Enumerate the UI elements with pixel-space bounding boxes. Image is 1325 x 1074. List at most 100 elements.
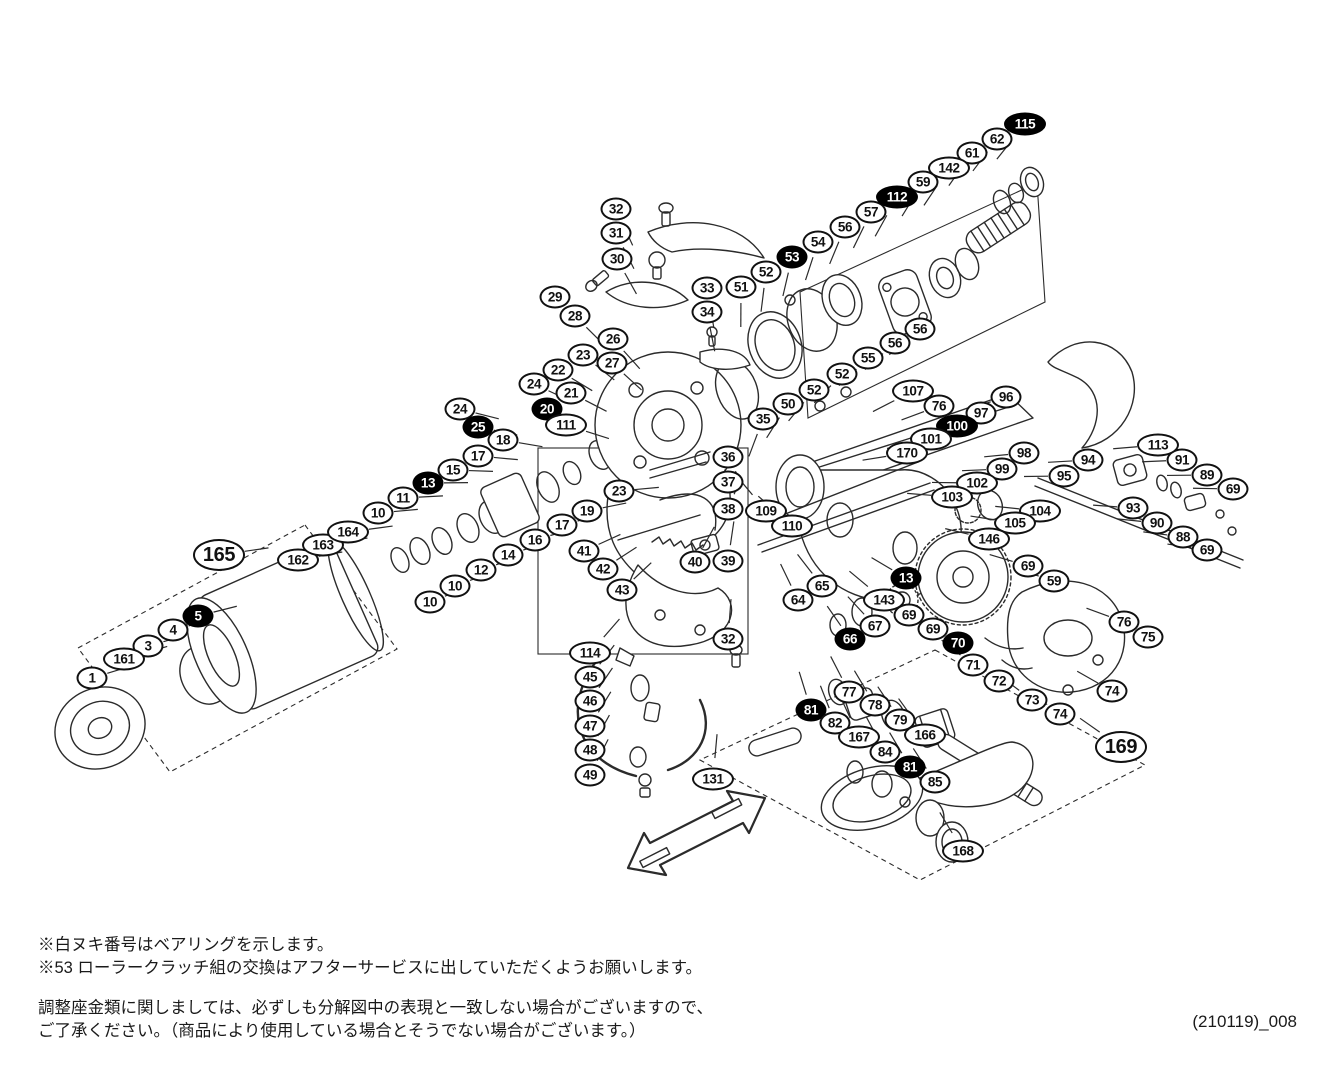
part-callout-142: 142 xyxy=(928,156,970,180)
part-callout-18: 18 xyxy=(487,428,519,452)
part-callout-103: 103 xyxy=(931,485,973,509)
guard-sketch xyxy=(1047,341,1136,449)
part-callout-50: 50 xyxy=(772,392,804,416)
part-callout-99: 99 xyxy=(986,457,1018,481)
part-callout-52: 52 xyxy=(826,362,858,386)
group-box-drive-train xyxy=(799,182,1046,419)
part-callout-17: 17 xyxy=(546,513,578,537)
part-callout-96: 96 xyxy=(990,385,1022,409)
part-callout-76: 76 xyxy=(1108,610,1140,634)
part-callout-1: 1 xyxy=(76,666,108,690)
part-callout-26: 26 xyxy=(597,327,629,351)
part-callout-33: 33 xyxy=(691,276,723,300)
part-callout-105: 105 xyxy=(994,511,1036,535)
worm-shaft-sketch xyxy=(1034,453,1244,569)
part-callout-69: 69 xyxy=(893,603,925,627)
part-callout-69: 69 xyxy=(1191,538,1223,562)
part-callout-88: 88 xyxy=(1167,525,1199,549)
part-callout-81: 81 xyxy=(795,698,827,722)
part-callout-165: 165 xyxy=(193,539,245,571)
part-callout-56: 56 xyxy=(879,331,911,355)
part-callout-91: 91 xyxy=(1166,448,1198,472)
part-callout-52: 52 xyxy=(798,378,830,402)
part-callout-131: 131 xyxy=(692,767,734,791)
document-id: (210119)_008 xyxy=(1192,1012,1297,1031)
part-callout-112: 112 xyxy=(876,185,918,209)
part-callout-12: 12 xyxy=(465,558,497,582)
part-callout-81: 81 xyxy=(894,755,926,779)
part-callout-15: 15 xyxy=(437,458,469,482)
part-callout-94: 94 xyxy=(1072,448,1104,472)
part-callout-46: 46 xyxy=(574,689,606,713)
part-callout-71: 71 xyxy=(957,653,989,677)
part-callout-61: 61 xyxy=(956,141,988,165)
part-callout-72: 72 xyxy=(983,669,1015,693)
part-callout-100: 100 xyxy=(936,414,978,438)
part-callout-167: 167 xyxy=(838,725,880,749)
part-callout-76: 76 xyxy=(923,394,955,418)
part-callout-34: 34 xyxy=(691,300,723,324)
part-callout-13: 13 xyxy=(412,471,444,495)
part-callout-168: 168 xyxy=(942,839,984,863)
part-callout-16: 16 xyxy=(519,528,551,552)
side-cover-sketch xyxy=(984,580,1126,696)
part-callout-24: 24 xyxy=(518,372,550,396)
part-callout-10: 10 xyxy=(439,574,471,598)
part-callout-47: 47 xyxy=(574,714,606,738)
part-callout-166: 166 xyxy=(904,723,946,747)
part-callout-143: 143 xyxy=(863,588,905,612)
footnote-bearing: ※白ヌキ番号はベアリングを示します。 xyxy=(38,936,334,954)
part-callout-85: 85 xyxy=(919,770,951,794)
part-callout-64: 64 xyxy=(782,588,814,612)
top-caps-sketch xyxy=(585,202,852,668)
group-box-handle-169 xyxy=(698,649,1147,881)
part-callout-13: 13 xyxy=(890,566,922,590)
part-callout-75: 75 xyxy=(1132,625,1164,649)
part-callout-84: 84 xyxy=(869,740,901,764)
part-callout-38: 38 xyxy=(712,497,744,521)
part-callout-52: 52 xyxy=(750,260,782,284)
part-callout-57: 57 xyxy=(855,200,887,224)
part-callout-32: 32 xyxy=(712,627,744,651)
part-callout-169: 169 xyxy=(1095,731,1147,763)
part-callout-77: 77 xyxy=(833,680,865,704)
part-callout-5: 5 xyxy=(182,604,214,628)
part-callout-41: 41 xyxy=(568,539,600,563)
part-callout-113: 113 xyxy=(1137,433,1179,457)
part-callout-66: 66 xyxy=(834,627,866,651)
part-callout-59: 59 xyxy=(907,170,939,194)
part-callout-70: 70 xyxy=(942,631,974,655)
part-callout-90: 90 xyxy=(1141,511,1173,535)
part-callout-162: 162 xyxy=(277,548,319,572)
part-callout-69: 69 xyxy=(917,617,949,641)
part-callout-164: 164 xyxy=(327,520,369,544)
part-callout-39: 39 xyxy=(712,549,744,573)
part-callout-59: 59 xyxy=(1038,569,1070,593)
footnote-shim-2: ご了承ください。（商品により使用している場合とそうでない場合がございます。） xyxy=(38,1022,646,1040)
group-box-spool-165 xyxy=(77,524,398,773)
part-callout-42: 42 xyxy=(587,557,619,581)
part-callout-53: 53 xyxy=(776,245,808,269)
part-callout-78: 78 xyxy=(859,693,891,717)
part-callout-43: 43 xyxy=(606,578,638,602)
part-callout-107: 107 xyxy=(892,379,934,403)
part-callout-17: 17 xyxy=(462,444,494,468)
part-callout-74: 74 xyxy=(1096,679,1128,703)
part-callout-35: 35 xyxy=(747,407,779,431)
part-callout-37: 37 xyxy=(712,470,744,494)
part-callout-36: 36 xyxy=(712,445,744,469)
part-callout-51: 51 xyxy=(725,275,757,299)
part-callout-89: 89 xyxy=(1191,463,1223,487)
part-callout-23: 23 xyxy=(603,479,635,503)
part-callout-161: 161 xyxy=(103,647,145,671)
part-callout-10: 10 xyxy=(414,590,446,614)
part-callout-10: 10 xyxy=(362,501,394,525)
part-callout-74: 74 xyxy=(1044,702,1076,726)
part-callout-69: 69 xyxy=(1012,554,1044,578)
part-callout-114: 114 xyxy=(569,641,611,665)
part-callout-49: 49 xyxy=(574,763,606,787)
part-callout-29: 29 xyxy=(539,285,571,309)
